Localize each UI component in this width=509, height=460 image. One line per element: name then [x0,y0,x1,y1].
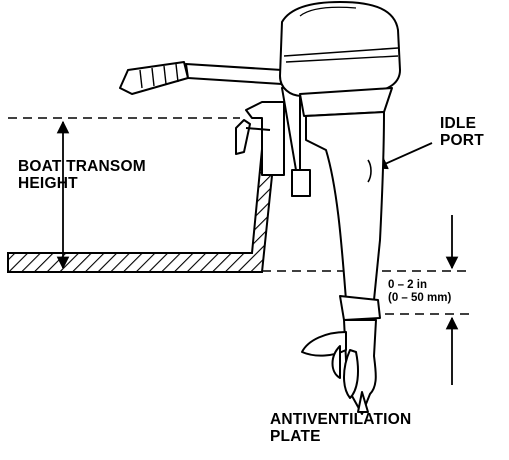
antiventilation-plate-line-1: ANTIVENTILATION [270,411,412,428]
idle-port-line-2: PORT [440,132,484,150]
boat-transom-height-line-2: HEIGHT [18,175,78,193]
antiventilation-plate-label: ANTIVENTILATION PLATE [270,411,411,446]
clearance-line-1: 0 – 2 in [388,279,427,291]
boat-transom-height-label: BOAT TRANSOM HEIGHT [18,158,146,193]
antiventilation-plate [339,295,381,321]
antiventilation-plate-line-2: PLATE [270,428,321,446]
idle-port-arrow [374,142,433,170]
idle-port-line-1: IDLE [440,115,477,132]
tiller-arm [185,63,283,85]
clearance-line-2: (0 – 50 mm) [388,291,452,304]
engine-cowling [279,1,401,97]
idle-port-label: IDLE PORT [440,115,484,150]
outboard-motor [119,1,401,415]
boat-transom-height-line-1: BOAT TRANSOM [18,158,146,175]
clearance-label: 0 – 2 in (0 – 50 mm) [388,279,451,305]
clamp-screw [235,119,251,155]
clamp-bracket [245,101,285,176]
driveshaft-housing [305,111,385,301]
